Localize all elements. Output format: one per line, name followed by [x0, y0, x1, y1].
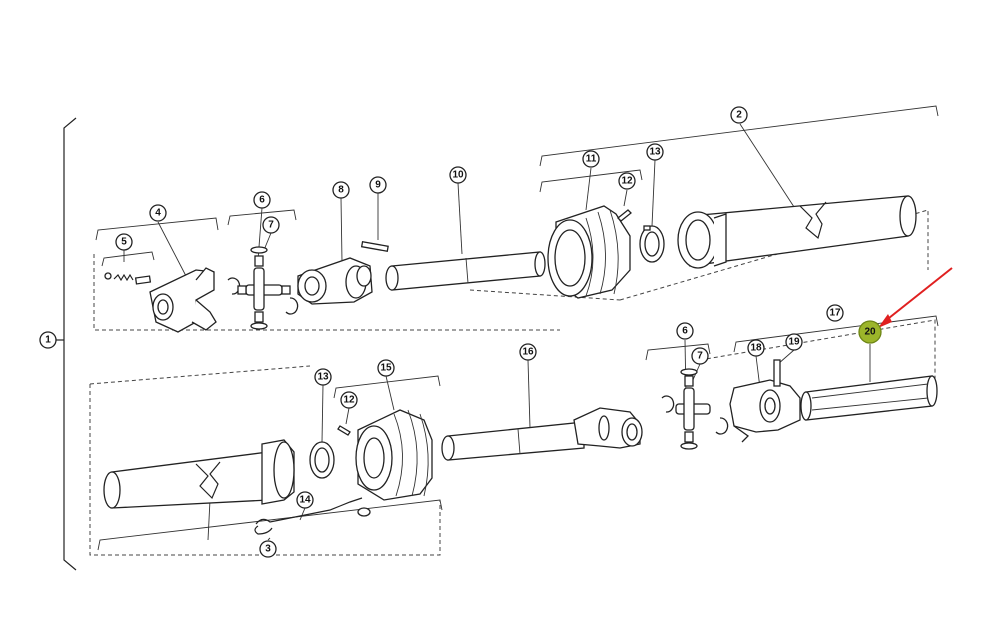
callout-9[interactable]: 9 [369, 176, 387, 194]
profile-tube [800, 375, 938, 421]
yoke-part [149, 267, 217, 333]
screw [617, 209, 632, 222]
spring-pin [360, 241, 389, 252]
outer-guard-tube [677, 195, 917, 269]
inner-yoke [297, 257, 373, 305]
callout-15[interactable]: 15 [377, 359, 395, 377]
svg-text:14: 14 [299, 495, 311, 506]
svg-text:13: 13 [649, 147, 661, 158]
highlight-arrow [878, 267, 953, 328]
callout-10[interactable]: 10 [449, 166, 467, 184]
bracket-6b [645, 343, 711, 361]
callout-1[interactable]: 1 [39, 331, 57, 349]
callout-7-lower[interactable]: 7 [691, 347, 709, 365]
callout-2[interactable]: 2 [730, 106, 748, 124]
callout-3[interactable]: 3 [259, 540, 277, 558]
callout-13-lower[interactable]: 13 [314, 368, 332, 386]
profile-yoke [729, 379, 801, 443]
upper-frame-left [93, 254, 560, 331]
bearing-ring-lower [309, 441, 335, 479]
callout-19[interactable]: 19 [785, 333, 803, 351]
callout-18[interactable]: 18 [747, 339, 765, 357]
callout-11[interactable]: 11 [582, 150, 600, 168]
bracket-5 [101, 251, 155, 267]
callout-20-highlighted[interactable]: 20 [858, 320, 882, 344]
svg-text:18: 18 [750, 343, 762, 354]
callout-6-lower[interactable]: 6 [676, 322, 694, 340]
cross-journal [237, 246, 291, 330]
svg-text:6: 6 [259, 195, 265, 206]
svg-text:8: 8 [338, 185, 344, 196]
callout-12[interactable]: 12 [618, 172, 636, 190]
svg-text:6: 6 [682, 326, 688, 337]
callout-4[interactable]: 4 [149, 204, 167, 222]
callout-6[interactable]: 6 [253, 191, 271, 209]
svg-text:1: 1 [45, 335, 51, 346]
svg-text:3: 3 [265, 544, 271, 555]
lower-frame-right [699, 319, 936, 400]
svg-text:7: 7 [268, 220, 274, 231]
svg-text:19: 19 [788, 337, 800, 348]
cross-journal-lower [675, 368, 711, 450]
callout-7[interactable]: 7 [262, 216, 280, 234]
outer-guard-tube-lower [103, 439, 295, 509]
callout-8[interactable]: 8 [332, 181, 350, 199]
svg-text:5: 5 [121, 237, 127, 248]
inner-tube-lower [441, 421, 585, 461]
svg-text:4: 4 [155, 208, 161, 219]
callout-14[interactable]: 14 [296, 491, 314, 509]
lower-frame-top [89, 365, 311, 385]
svg-text:11: 11 [586, 154, 597, 165]
circlip-lower [661, 395, 675, 413]
callout-5[interactable]: 5 [115, 233, 133, 251]
svg-text:15: 15 [380, 363, 392, 374]
circlip [227, 277, 241, 295]
bracket-11 [539, 169, 643, 193]
callout-16[interactable]: 16 [519, 343, 537, 361]
callout-17[interactable]: 17 [826, 304, 844, 322]
safety-chain [254, 497, 371, 535]
bracket-17 [733, 315, 939, 353]
svg-text:10: 10 [452, 170, 464, 181]
upper-frame-right [619, 209, 929, 301]
inner-tube [385, 251, 546, 291]
bearing-ring [639, 225, 665, 263]
circlip-lower [715, 417, 729, 435]
guard-cone [547, 205, 631, 299]
svg-text:12: 12 [621, 176, 633, 187]
bracket-2 [539, 105, 939, 167]
screw-lower [337, 425, 351, 436]
svg-text:2: 2 [736, 110, 742, 121]
svg-text:7: 7 [697, 351, 703, 362]
spring-pin-lower [773, 359, 781, 387]
bracket-3 [97, 499, 443, 551]
callout-13[interactable]: 13 [646, 143, 664, 161]
callout-12-lower[interactable]: 12 [340, 391, 358, 409]
circlip [285, 297, 299, 315]
inner-yoke-lower [573, 407, 643, 449]
svg-text:12: 12 [343, 395, 355, 406]
svg-text:9: 9 [375, 180, 381, 191]
svg-text:16: 16 [522, 347, 534, 358]
svg-text:20: 20 [864, 327, 876, 338]
leader-lines [123, 123, 871, 541]
detent-parts [104, 272, 152, 285]
guard-cone-lower [355, 409, 433, 501]
bracket-1 [63, 117, 77, 571]
svg-text:13: 13 [317, 372, 329, 383]
svg-text:17: 17 [829, 308, 841, 319]
bracket-4 [95, 217, 219, 241]
